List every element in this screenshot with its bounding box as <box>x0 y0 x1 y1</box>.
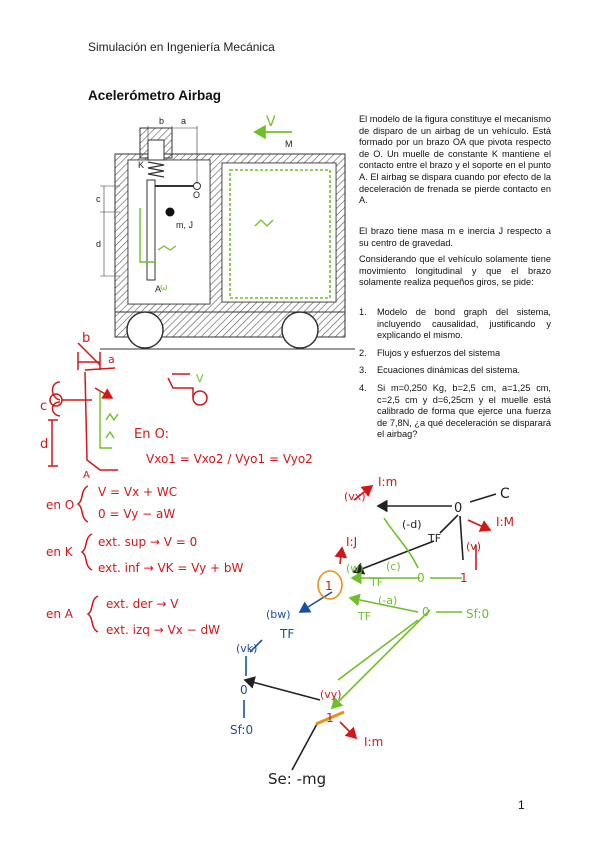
bg-sf-bottom: Sf:0 <box>230 723 253 737</box>
hw-d: d <box>40 437 48 452</box>
bg-one-bottom: 1 <box>326 711 334 725</box>
question-item: 2. Flujos y esfuerzos del sistema <box>359 348 551 360</box>
question-number: 3. <box>359 365 367 376</box>
mass-cavity <box>221 162 337 303</box>
hw-en-o-label: en O <box>46 498 74 512</box>
hw-eq-o1: V = Vx + WC <box>98 485 177 499</box>
label-V: V <box>266 114 276 130</box>
bg-vk: (vk) <box>236 642 257 655</box>
running-header: Simulación en Ingeniería Mecánica <box>88 40 275 54</box>
hw-eq-k1: ext. sup → V = 0 <box>98 535 197 549</box>
hw-a: a <box>108 353 115 366</box>
label-d: d <box>96 239 101 249</box>
vehicle-diagram: ω <box>100 124 355 350</box>
hw-en-o: En O: <box>134 427 169 442</box>
handwritten-sketch <box>48 342 208 471</box>
handwritten-sketch-green <box>99 392 119 449</box>
bg-zero-bottom: 0 <box>240 683 248 697</box>
bg-c-ratio: (c) <box>386 560 401 573</box>
page-number: 1 <box>518 798 525 812</box>
paragraph-description: El modelo de la figura constituye el mec… <box>359 114 552 206</box>
bg-zero-top: 0 <box>454 501 462 516</box>
label-O: O <box>193 190 200 200</box>
question-item: 3. Ecuaciones dinámicas del sistema. <box>359 365 551 377</box>
bg-i-M: I:M <box>496 515 514 529</box>
hw-eq-a2: ext. izq → Vx − dW <box>106 623 220 637</box>
question-item: 1. Modelo de bond graph del sistema, incl… <box>359 307 551 342</box>
hw-A: A <box>83 470 90 481</box>
green-mass-outline <box>229 169 331 299</box>
bg-tf-left: TF <box>279 627 294 641</box>
bg-tf-mid: TF <box>369 576 383 589</box>
bg-tf-low: TF <box>357 610 371 623</box>
arm-oa <box>146 179 156 281</box>
question-number: 2. <box>359 347 367 358</box>
question-text: Si m=0,250 Kg, b=2,5 cm, a=1,25 cm, c=2,… <box>377 382 551 440</box>
bg-vy: (vy) <box>320 688 342 701</box>
question-number: 4. <box>359 382 367 393</box>
hw-eq-a1: ext. der → V <box>106 597 179 611</box>
wheel-rear <box>281 311 319 349</box>
bg-v: (v) <box>466 540 481 553</box>
bg-i-j: I:J <box>346 535 357 549</box>
question-text: Ecuaciones dinámicas del sistema. <box>377 365 520 376</box>
bg-i-m-top: I:m <box>378 475 397 489</box>
bg-neg-a: (-a) <box>378 594 397 607</box>
label-mJ: m, J <box>176 220 193 230</box>
exercise-title: Acelerómetro Airbag <box>88 88 222 103</box>
label-c: c <box>96 194 101 204</box>
bg-i-m-bottom: I:m <box>364 735 383 749</box>
bg-sf-0: Sf:0 <box>466 607 489 621</box>
bg-zero-mid: 0 <box>417 571 425 585</box>
paragraph-mass-inertia: El brazo tiene masa m e inercia J respec… <box>359 226 551 248</box>
svg-text:ω: ω <box>160 283 168 293</box>
questions-list: 1. Modelo de bond graph del sistema, incl… <box>359 307 551 447</box>
bg-se: Se: -mg <box>268 770 326 788</box>
label-A: A <box>155 284 161 294</box>
question-text: Modelo de bond graph del sistema, incluy… <box>377 307 551 341</box>
center-of-mass <box>165 207 175 217</box>
bg-one-w: 1 <box>325 579 333 593</box>
question-number: 1. <box>359 307 367 317</box>
bg-one-right: 1 <box>460 571 468 585</box>
hw-b: b <box>82 331 90 346</box>
hw-eq-k2: ext. inf → VK = Vy + bW <box>98 561 244 575</box>
hw-en-a: en A <box>46 607 74 621</box>
hw-eq-o2: 0 = Vy − aW <box>98 507 175 521</box>
paragraph-assumptions: Considerando que el vehículo solamente t… <box>359 254 551 288</box>
spring-k <box>147 161 165 178</box>
hw-en-k: en K <box>46 545 74 559</box>
label-M: M <box>285 139 293 149</box>
wheel-front <box>126 311 164 349</box>
question-text: Flujos y esfuerzos del sistema <box>377 347 501 358</box>
bg-zero-low: 0 <box>422 605 430 619</box>
hw-V: V <box>196 372 204 385</box>
label-a: a <box>181 116 186 126</box>
bg-w: (w) <box>346 562 364 575</box>
bg-bw: (bw) <box>266 608 291 621</box>
bg-c: C <box>500 486 510 502</box>
hw-c: c <box>40 399 47 414</box>
label-K: K <box>138 160 144 170</box>
bg-vx: (vx) <box>344 490 366 503</box>
bg-neg-d: (-d) <box>402 518 422 531</box>
bg-tf-top: TF <box>427 532 441 545</box>
question-item: 4. Si m=0,250 Kg, b=2,5 cm, a=1,25 cm, c=… <box>359 383 551 441</box>
hw-eq-o: Vxo1 = Vxo2 / Vyo1 = Vyo2 <box>146 452 313 466</box>
bond-graph-lines <box>243 485 497 771</box>
label-b: b <box>159 116 164 126</box>
